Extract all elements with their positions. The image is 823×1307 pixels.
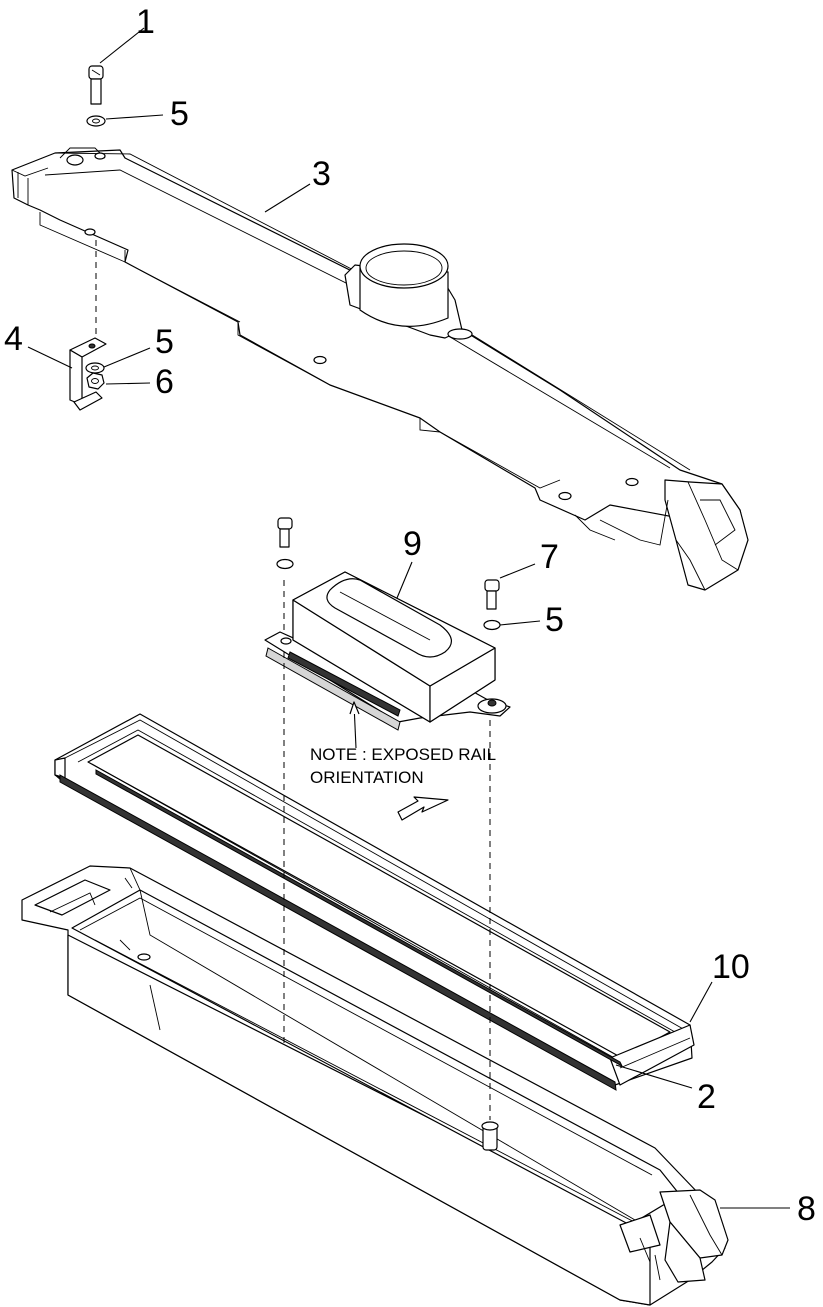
part-4-bracket	[69, 337, 107, 411]
assembly-lines	[95, 240, 491, 1120]
note-line-2: ORIENTATION	[310, 768, 424, 787]
callout-2: 2	[697, 1078, 716, 1116]
callout-10: 10	[712, 948, 750, 986]
callout-8: 8	[797, 1190, 816, 1228]
part-5-washer-top	[86, 115, 106, 127]
callout-4: 4	[4, 320, 23, 358]
callout-5-top: 5	[170, 95, 189, 133]
part-1-screw	[88, 65, 104, 105]
part-2-seal	[59, 769, 624, 1091]
callout-labels: 1 5 3 4 5 6 9 7 5 10 2 8	[4, 3, 816, 1228]
leader-lines	[27, 27, 790, 1209]
callout-5-block: 5	[545, 601, 564, 639]
part-8-bottom-tray	[21, 865, 729, 1306]
callout-3: 3	[312, 155, 331, 193]
part-3-top-cover	[11, 147, 749, 591]
callout-7: 7	[540, 538, 559, 576]
part-9-block-assembly	[264, 517, 511, 731]
direction-arrow	[397, 796, 449, 821]
callout-1: 1	[136, 3, 155, 41]
part-6-nut	[86, 372, 105, 390]
part-5-washer-middle	[85, 362, 105, 374]
orientation-note: NOTE : EXPOSED RAIL ORIENTATION	[310, 745, 496, 787]
callout-5-middle: 5	[155, 323, 174, 361]
callout-6: 6	[155, 363, 174, 401]
note-pointer-arrow	[349, 701, 360, 749]
note-line-1: NOTE : EXPOSED RAIL	[310, 745, 496, 764]
callout-9: 9	[403, 525, 422, 563]
